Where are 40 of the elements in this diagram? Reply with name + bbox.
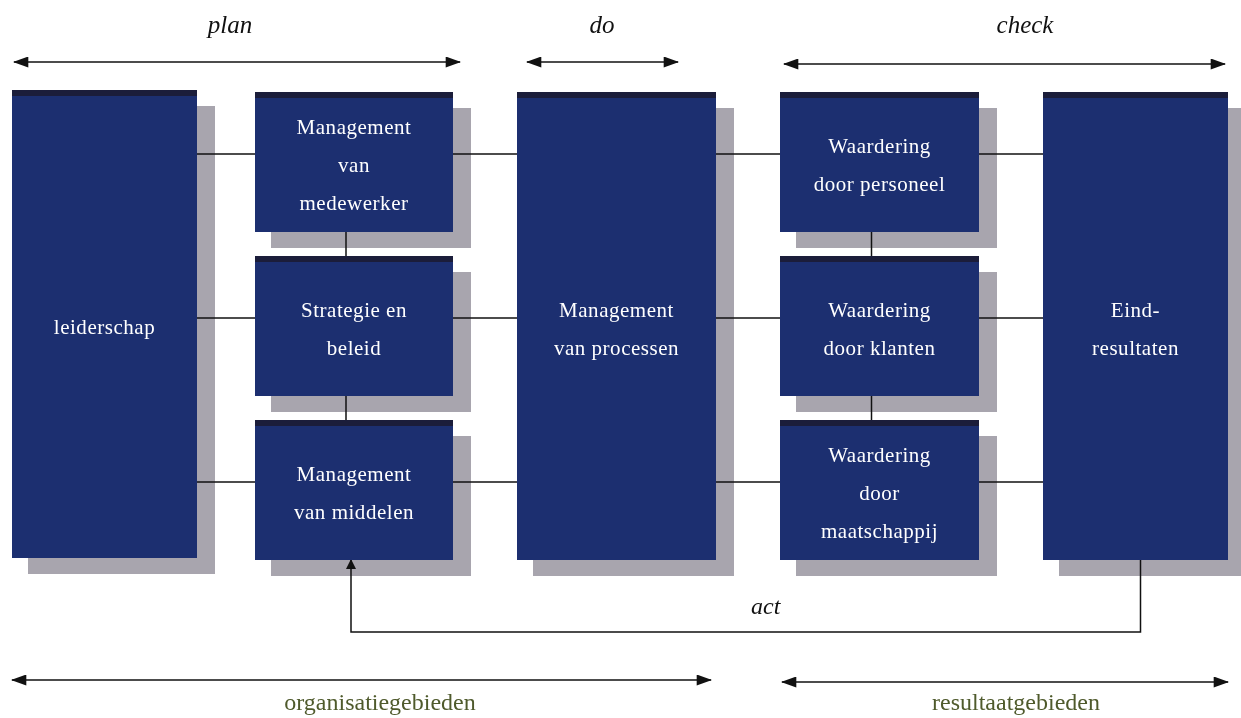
connector-line: [978, 481, 1044, 483]
connector-line: [196, 317, 256, 319]
process-box: [255, 92, 453, 232]
box-label: Eind- resultaten: [1091, 297, 1180, 362]
connector-line: [345, 395, 347, 421]
area-label: resultaatgebieden: [932, 688, 1100, 717]
box-label: Management van processen: [552, 297, 681, 362]
phase-label: do: [589, 10, 615, 40]
process-box: [1043, 92, 1228, 560]
connector-line: [870, 395, 873, 421]
connector-line: [452, 153, 518, 155]
box-label: Strategie en beleid: [300, 297, 408, 362]
phase-label: check: [996, 10, 1054, 40]
connector-line: [715, 153, 781, 155]
phase-label: plan: [207, 10, 253, 40]
box-label: Waardering door klanten: [822, 297, 937, 362]
process-box: [255, 420, 453, 560]
connector-line: [452, 317, 518, 319]
process-box: [12, 90, 197, 558]
connector-line: [196, 481, 256, 483]
feedback-arrow: [346, 559, 1142, 633]
connector-line: [196, 153, 256, 155]
connector-line: [978, 317, 1044, 319]
box-label: Waardering door personeel: [812, 133, 947, 198]
connector-line: [715, 317, 781, 319]
connector-line: [452, 481, 518, 483]
process-box: [780, 420, 979, 560]
box-label: leiderschap: [53, 314, 156, 341]
process-box: [780, 92, 979, 232]
box-label: Management van medewerker: [295, 114, 413, 217]
connector-line: [870, 231, 873, 257]
box-label: Management van middelen: [293, 461, 415, 526]
process-box: [255, 256, 453, 396]
process-box: [780, 256, 979, 396]
connector-line: [978, 153, 1044, 155]
connector-line: [715, 481, 781, 483]
connector-line: [345, 231, 347, 257]
area-label: organisatiegebieden: [284, 688, 476, 717]
box-label: Waardering door maatschappij: [819, 442, 940, 545]
process-box: [517, 92, 716, 560]
